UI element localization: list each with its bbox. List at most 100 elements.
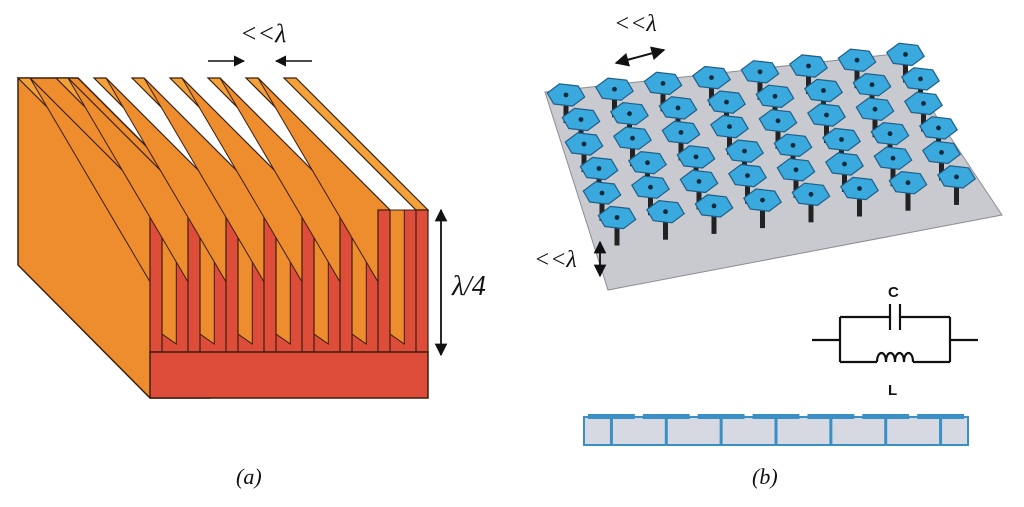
patch (791, 182, 831, 207)
via-post (660, 89, 666, 112)
cross-section-patch (807, 414, 855, 419)
depth-label: λ/4 (451, 271, 486, 302)
via-post (745, 181, 750, 204)
patch (776, 158, 816, 182)
patch (676, 145, 716, 169)
patch (919, 116, 958, 140)
panel-b-mushroom-surface: <<λ <<λ C L (b) (534, 11, 1003, 489)
cross-section-patch (588, 414, 635, 419)
via-post (872, 115, 878, 138)
via-post (711, 211, 717, 234)
cross-section-patch (752, 414, 800, 419)
patch (579, 156, 619, 181)
patch (643, 71, 683, 96)
lc-circuit (812, 304, 978, 364)
patch (807, 103, 846, 127)
via-post (854, 66, 860, 89)
cross-section-via (884, 417, 888, 445)
patch (789, 54, 828, 78)
patch (546, 83, 586, 107)
caption-a: (a) (236, 464, 262, 489)
fin (244, 77, 417, 353)
via-post (678, 138, 684, 161)
patch (822, 127, 861, 152)
via-post (806, 72, 811, 94)
patch (679, 169, 719, 194)
patch (758, 109, 798, 133)
patch (564, 132, 604, 156)
via-post (921, 109, 926, 132)
patch (825, 152, 864, 176)
cross-section-via (774, 417, 778, 445)
patch (743, 188, 782, 212)
patch (852, 72, 892, 97)
via-post (727, 132, 732, 155)
patch (840, 176, 879, 201)
patch (692, 65, 731, 90)
spacing-label: <<λ (240, 19, 286, 48)
cross-section-patch (862, 414, 910, 419)
patch (886, 42, 925, 67)
via-post (775, 126, 781, 149)
cross-section-via (719, 417, 723, 445)
patch (707, 90, 746, 114)
cross-section-via (939, 417, 943, 445)
patch (631, 175, 670, 199)
via-post (903, 60, 908, 83)
via-post (905, 188, 911, 211)
patch (628, 150, 667, 175)
patch (755, 84, 795, 109)
patch (937, 165, 976, 189)
patch (804, 78, 843, 103)
cross-section-via (664, 417, 668, 445)
patch (610, 101, 649, 126)
via-post (581, 150, 587, 172)
via-post (696, 187, 702, 210)
via-post (857, 194, 862, 217)
cross-section-patch (697, 414, 745, 419)
via-post (630, 144, 635, 167)
via-post (757, 77, 763, 100)
cross-section-patch (917, 414, 964, 419)
fin (16, 77, 189, 353)
inductor-label: L (888, 382, 897, 399)
via-post (563, 101, 569, 123)
patch (725, 139, 764, 163)
via-post (614, 223, 620, 246)
patch-array (546, 42, 976, 230)
via-post (760, 206, 765, 229)
via-post (824, 121, 829, 143)
patch (694, 194, 734, 218)
capacitor-label: C (888, 284, 899, 301)
patch (710, 114, 749, 139)
cross-section-via (609, 417, 613, 445)
patch (728, 163, 767, 188)
cross-section-via (829, 417, 833, 445)
cross-section-patch (642, 414, 690, 419)
patch (740, 60, 780, 84)
panel-a-corrugated-surface: <<λ λ/4 (a) (16, 19, 486, 489)
patch (904, 91, 943, 116)
via-post (709, 83, 714, 106)
patch (888, 170, 928, 195)
patch (661, 120, 701, 145)
patch (561, 107, 601, 132)
patch (855, 97, 895, 121)
fin (282, 77, 430, 353)
patch-spacing-label: <<λ (614, 11, 657, 37)
via-post (648, 193, 653, 216)
corrugation-fins (16, 77, 430, 353)
via-post (612, 95, 617, 118)
patch (837, 48, 877, 72)
patch (646, 199, 685, 224)
patch (873, 146, 913, 170)
via-post (842, 170, 847, 192)
corrugation-base (149, 351, 429, 399)
patch (773, 133, 813, 158)
patch (595, 77, 634, 101)
patch-spacing-arrow (614, 46, 666, 67)
patch (582, 181, 622, 205)
gap-label: <<λ (534, 247, 577, 273)
via-post (808, 200, 814, 223)
